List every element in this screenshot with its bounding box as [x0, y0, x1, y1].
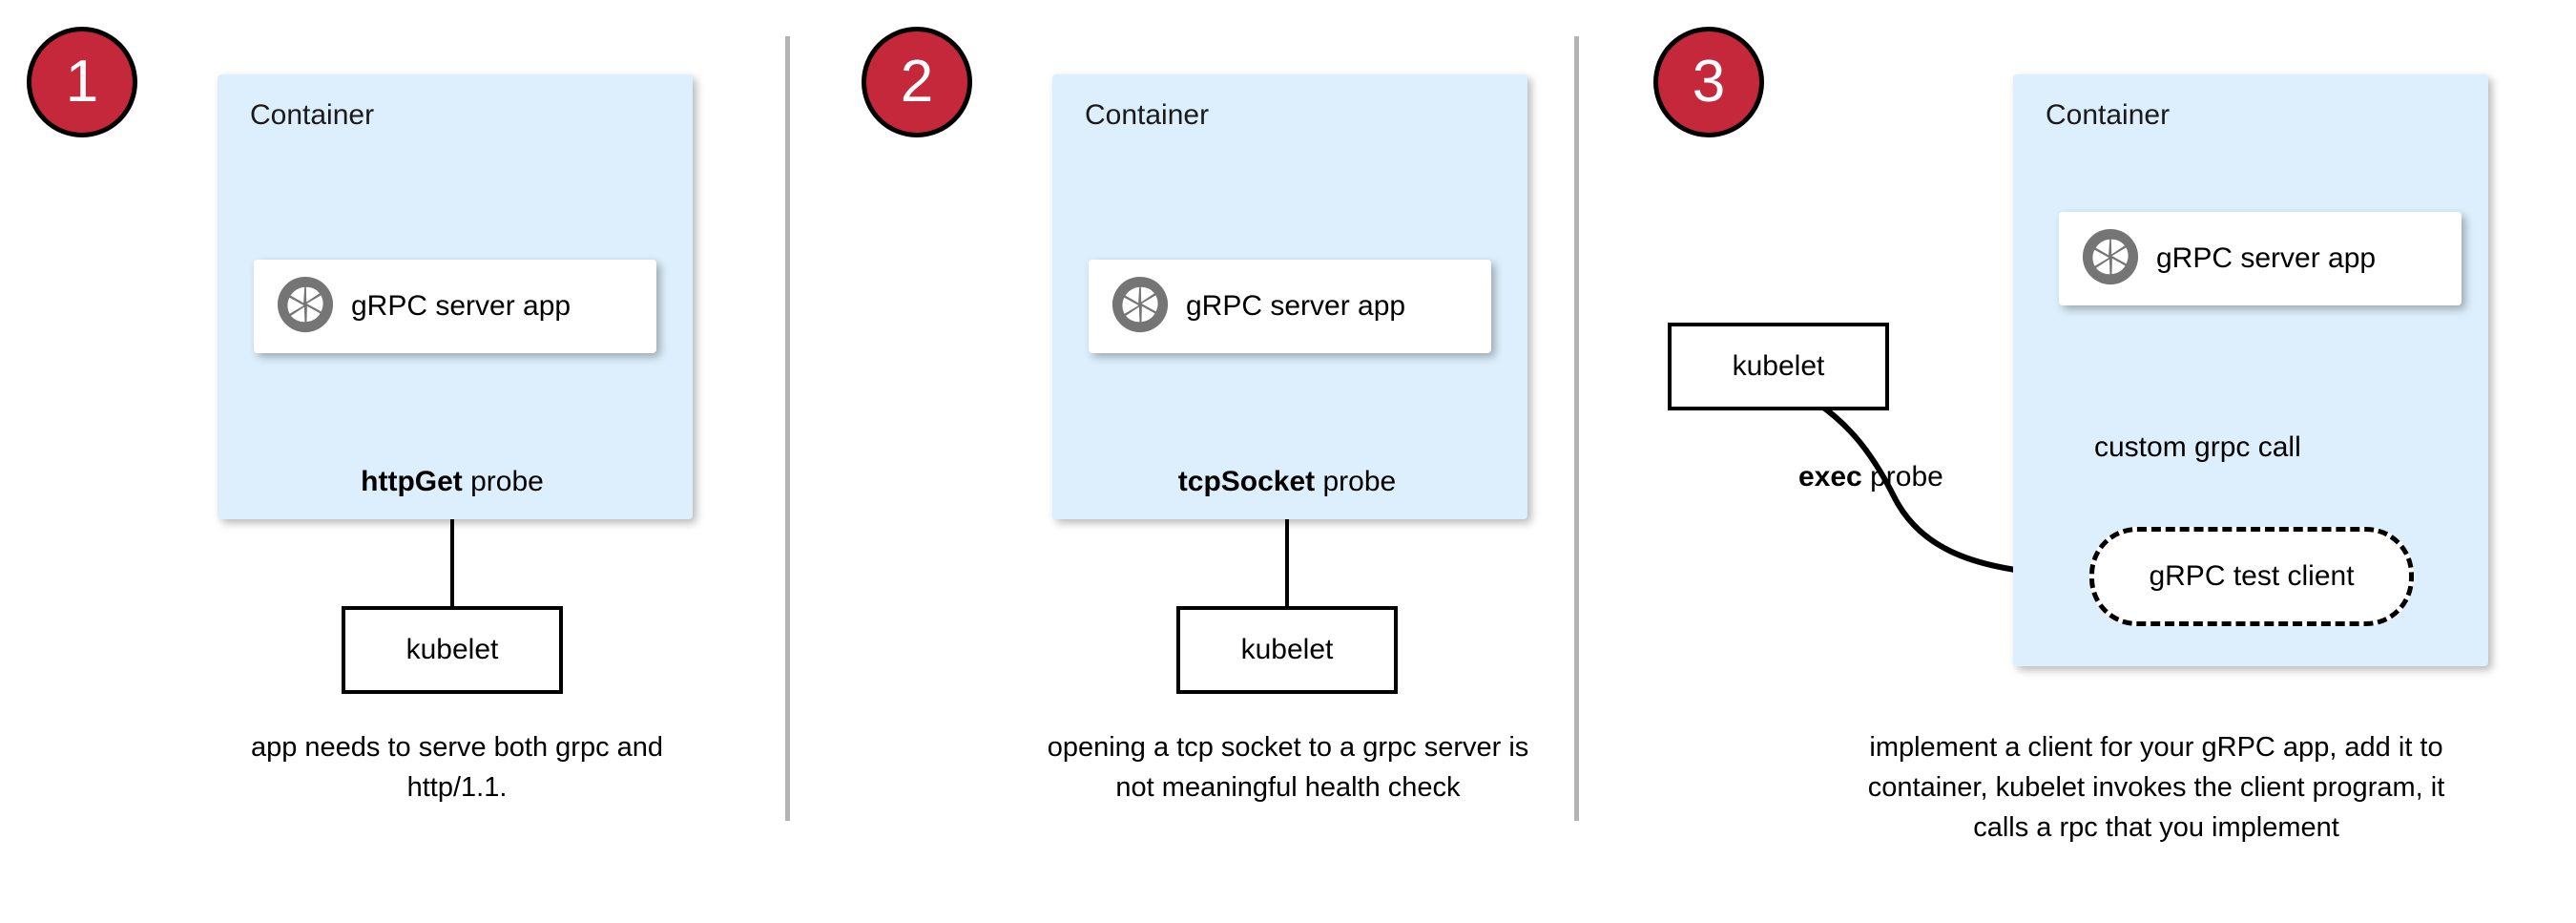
grpc-test-client-box[interactable]: gRPC test client [2089, 527, 2414, 626]
container-label-panel2: Container [1085, 99, 1210, 131]
probe-label-panel2-bold: tcpSocket [1177, 466, 1316, 497]
grpc-server-app-card-panel1[interactable]: gRPC server app [254, 260, 656, 353]
grpc-aperture-icon [277, 276, 334, 338]
caption-panel1: app needs to serve both grpc and http/1.… [250, 732, 664, 803]
panel-divider-2 [1574, 36, 1579, 821]
caption-panel2: opening a tcp socket to a grpc server is… [1047, 732, 1529, 803]
kubelet-label-panel3: kubelet [1732, 350, 1825, 382]
grpc-server-app-label-panel1: gRPC server app [351, 290, 571, 322]
probe-label-panel1-bold: httpGet [361, 466, 463, 497]
step-badge-2: 2 [862, 27, 972, 137]
grpc-test-client-label: gRPC test client [2149, 560, 2355, 592]
probe-label-panel3-bold: exec [1798, 461, 1862, 493]
kubelet-box-panel2[interactable]: kubelet [1176, 606, 1398, 694]
grpc-server-app-label-panel3: gRPC server app [2156, 242, 2377, 274]
custom-grpc-call-label: custom grpc call [2094, 431, 2301, 463]
probe-label-panel3-rest: probe [1861, 461, 1943, 493]
caption-panel3: implement a client for your gRPC app, ad… [1867, 732, 2445, 843]
grpc-server-app-card-panel3[interactable]: gRPC server app [2059, 212, 2462, 305]
kubelet-label-panel2: kubelet [1240, 634, 1334, 665]
step-badge-3: 3 [1653, 27, 1764, 137]
grpc-aperture-icon [2082, 228, 2139, 290]
probe-label-panel2: tcpSocket probe [1096, 466, 1478, 498]
kubelet-label-panel1: kubelet [405, 634, 499, 665]
kubelet-box-panel1[interactable]: kubelet [342, 606, 563, 694]
container-label-panel1: Container [250, 99, 375, 131]
grpc-aperture-icon [1111, 276, 1169, 338]
kubelet-box-panel3[interactable]: kubelet [1668, 323, 1889, 410]
panel-divider-1 [785, 36, 790, 821]
grpc-server-app-label-panel2: gRPC server app [1186, 290, 1406, 322]
container-label-panel3: Container [2046, 99, 2171, 131]
grpc-server-app-card-panel2[interactable]: gRPC server app [1089, 260, 1491, 353]
probe-label-panel1-rest: probe [462, 466, 544, 497]
probe-label-panel3: exec probe [1798, 461, 2066, 493]
probe-label-panel1: httpGet probe [261, 466, 643, 498]
step-badge-1: 1 [27, 27, 137, 137]
probe-label-panel2-rest: probe [1315, 466, 1397, 497]
